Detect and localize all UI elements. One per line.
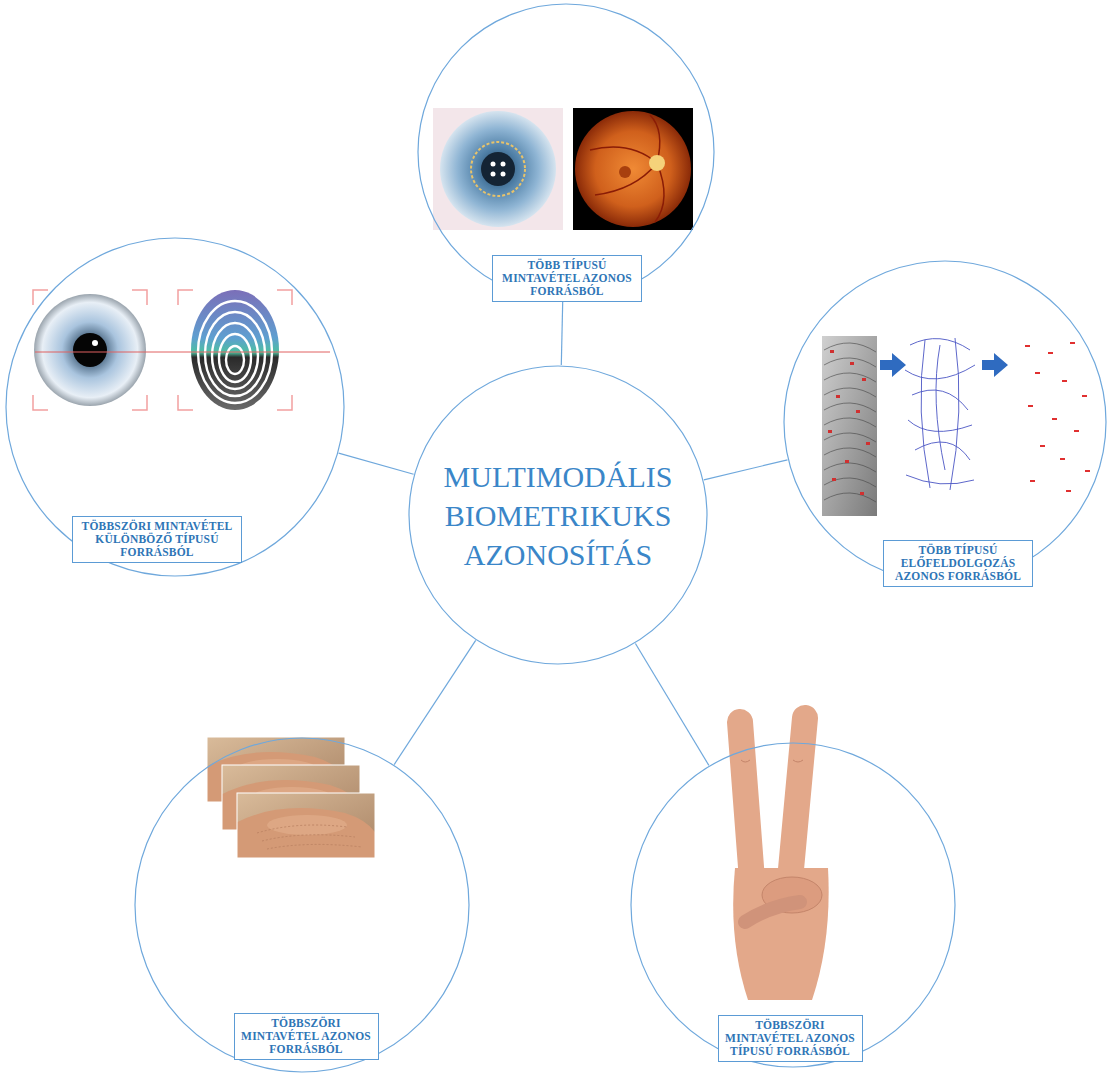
- iris-photo: [433, 108, 563, 230]
- minutiae-points: [1052, 418, 1057, 420]
- method-circle: TÖBBSZÖRI MINTAVÉTEL AZONOS TÍPUSÚ FORRÁ…: [630, 742, 956, 1068]
- minutiae-points: [1074, 430, 1079, 432]
- minutiae-points: [1060, 458, 1065, 460]
- fingerprint-gray: [866, 442, 870, 445]
- circle-outline: [631, 743, 955, 1067]
- eye-photo: [34, 294, 146, 406]
- minutiae-points: [1070, 342, 1075, 344]
- minutiae-points: [1062, 380, 1067, 382]
- retina-photo: [590, 115, 664, 222]
- method-label: TÖBB TÍPUSÚ MINTAVÉTEL AZONOS FORRÁSBÓL: [492, 255, 642, 302]
- fingertip-photos: [232, 793, 379, 858]
- method-label: TÖBB TÍPUSÚ ELŐFELDOLGOZÁS AZONOS FORRÁS…: [883, 540, 1033, 587]
- method-label: TÖBBSZÖRI MINTAVÉTEL AZONOS FORRÁSBÓL: [234, 1013, 379, 1060]
- scan-frames: [178, 290, 292, 410]
- retina-photo: [573, 108, 693, 230]
- method-label: TÖBBSZÖRI MINTAVÉTEL KÜLÖNBÖZŐ TÍPUSÚ FO…: [72, 516, 242, 563]
- fingerprint-gray: [828, 350, 870, 495]
- minutiae-points: [1025, 345, 1030, 347]
- retina-photo: [649, 155, 665, 171]
- hand-photo: [733, 718, 828, 1000]
- hand-photo: [740, 722, 752, 880]
- circle-outline: [6, 238, 344, 576]
- circle-outline: [784, 261, 1106, 583]
- hand-photo: [741, 760, 803, 762]
- iris-photo: [440, 111, 556, 227]
- iris-photo: [501, 162, 506, 167]
- connector-line: [704, 460, 788, 480]
- circle-outline: [783, 260, 1107, 584]
- minutiae-points: [1066, 490, 1071, 492]
- fingerprint-photo: [191, 290, 279, 410]
- minutiae-points: [1082, 395, 1087, 397]
- fingerprint-photo: [205, 312, 265, 396]
- iris-photo: [501, 172, 506, 177]
- retina-photo: [573, 108, 693, 230]
- fingerprint-photo: [212, 323, 258, 389]
- fingertip-photos: [237, 793, 375, 858]
- scan-line: [35, 352, 330, 353]
- method-circle: TÖBB TÍPUSÚ MINTAVÉTEL AZONOS FORRÁSBÓL: [417, 3, 715, 301]
- scan-line: [35, 352, 330, 353]
- fingerprint-gray: [822, 336, 877, 516]
- iris-photo: [491, 162, 496, 167]
- fingerprint-gray: [822, 336, 877, 516]
- eye-photo: [73, 333, 107, 367]
- method-circle: TÖBBSZÖRI MINTAVÉTEL KÜLÖNBÖZŐ TÍPUSÚ FO…: [5, 237, 345, 577]
- ridge-map: [905, 338, 975, 490]
- fingerprint-gray: [862, 378, 866, 381]
- fingerprint-gray: [830, 350, 834, 353]
- minutiae-points: [1035, 372, 1040, 374]
- fingerprint-gray: [824, 343, 876, 502]
- fingerprint-gray: [860, 492, 864, 495]
- fingerprint-gray: [832, 478, 836, 481]
- minutiae-points: [1085, 470, 1090, 472]
- fingerprint-gray: [828, 430, 832, 433]
- hand-photo: [745, 902, 800, 922]
- fingerprint-photo: [191, 290, 279, 410]
- connector-line: [561, 301, 562, 365]
- fingerprint-gray: [856, 410, 860, 413]
- fingerprint-photo: [219, 334, 251, 382]
- scan-frames: [33, 290, 147, 410]
- hub-circle: MULTIMODÁLIS BIOMETRIKUKS AZONOSÍTÁS: [408, 365, 708, 665]
- minutiae-points: [1028, 405, 1033, 407]
- iris-photo: [481, 152, 515, 186]
- circle-outline: [135, 738, 469, 1072]
- process-arrow: [982, 353, 1008, 377]
- process-arrow: [880, 353, 1008, 377]
- eye-photo: [34, 294, 146, 406]
- fingerprint-gray: [850, 362, 854, 365]
- method-label: TÖBBSZÖRI MINTAVÉTEL AZONOS TÍPUSÚ FORRÁ…: [718, 1015, 863, 1062]
- iris-photo: [433, 108, 563, 230]
- hand-photo: [790, 718, 805, 880]
- iris-photo: [491, 172, 496, 177]
- connector-line: [635, 643, 708, 765]
- retina-photo: [575, 111, 691, 227]
- minutiae-points: [1040, 445, 1045, 447]
- iris-photo: [471, 142, 525, 196]
- minutiae-points: [1030, 480, 1035, 482]
- retina-photo: [619, 166, 631, 178]
- scan-frames: [33, 290, 292, 410]
- fingerprint-gray: [836, 395, 840, 398]
- minutiae-points: [1048, 352, 1053, 354]
- connector-line: [394, 640, 475, 764]
- minutiae-points: [1025, 342, 1090, 492]
- hub-title: MULTIMODÁLIS BIOMETRIKUKS AZONOSÍTÁS: [433, 457, 683, 574]
- connector-line: [339, 453, 414, 474]
- method-circle: TÖBBSZÖRI MINTAVÉTEL AZONOS FORRÁSBÓL: [134, 737, 470, 1073]
- ridge-map: [905, 338, 975, 490]
- method-circle: TÖBB TÍPUSÚ ELŐFELDOLGOZÁS AZONOS FORRÁS…: [783, 260, 1107, 584]
- process-arrow: [880, 353, 906, 377]
- fingerprint-photo: [226, 346, 244, 374]
- circle-outline: [409, 366, 707, 664]
- fingerprint-gray: [845, 460, 849, 463]
- hand-photo: [733, 868, 828, 1000]
- eye-photo: [92, 340, 98, 346]
